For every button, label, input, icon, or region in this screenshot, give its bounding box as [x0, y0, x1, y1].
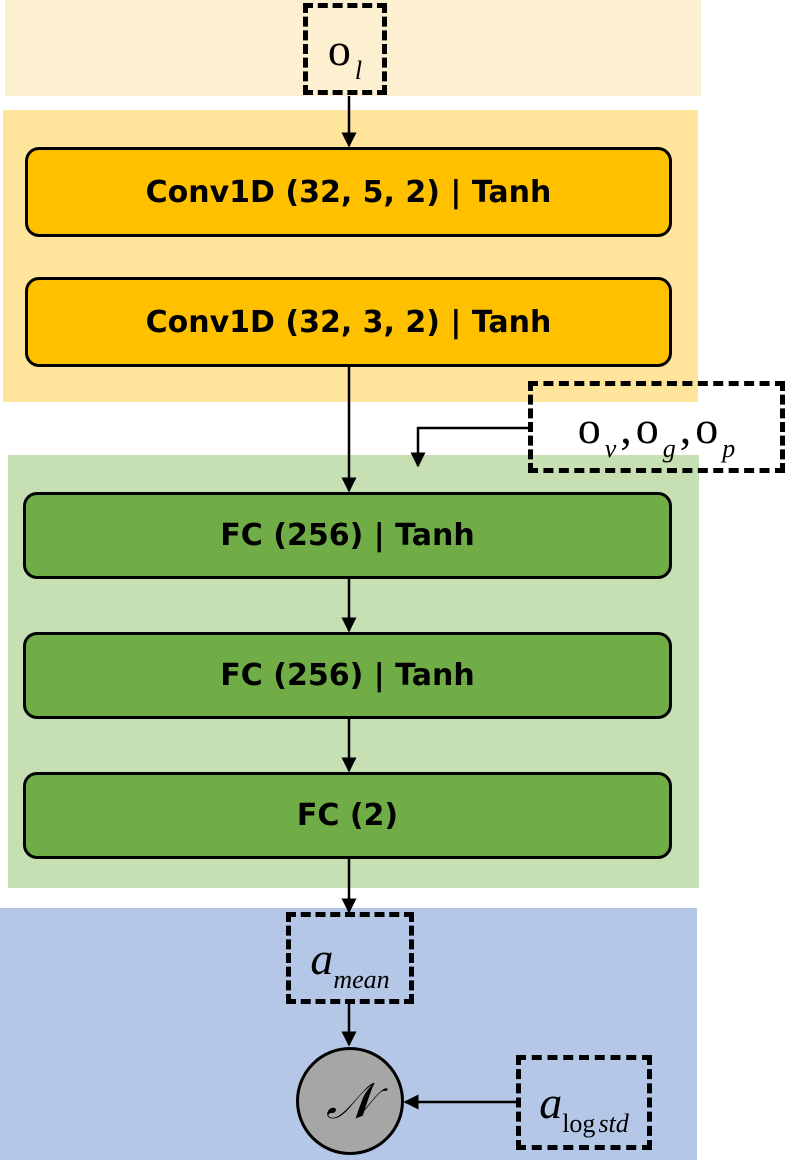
input-band: [5, 0, 701, 96]
action-mean-box: amean: [286, 912, 414, 1004]
normal-distribution-symbol: 𝒩: [326, 1071, 374, 1130]
action-mean-symbol: amean: [310, 932, 390, 994]
fc-layer-2: FC (256) | Tanh: [23, 632, 672, 719]
fc-layer-3: FC (2): [23, 772, 672, 859]
conv-layer-2: Conv1D (32, 3, 2) | Tanh: [25, 277, 672, 367]
arrow-extra-obs-to-fc1: [410, 426, 528, 468]
normal-distribution-node: 𝒩: [296, 1047, 404, 1155]
fc-layer-1: FC (256) | Tanh: [23, 492, 672, 579]
conv-layer-1: Conv1D (32, 5, 2) | Tanh: [25, 147, 672, 237]
